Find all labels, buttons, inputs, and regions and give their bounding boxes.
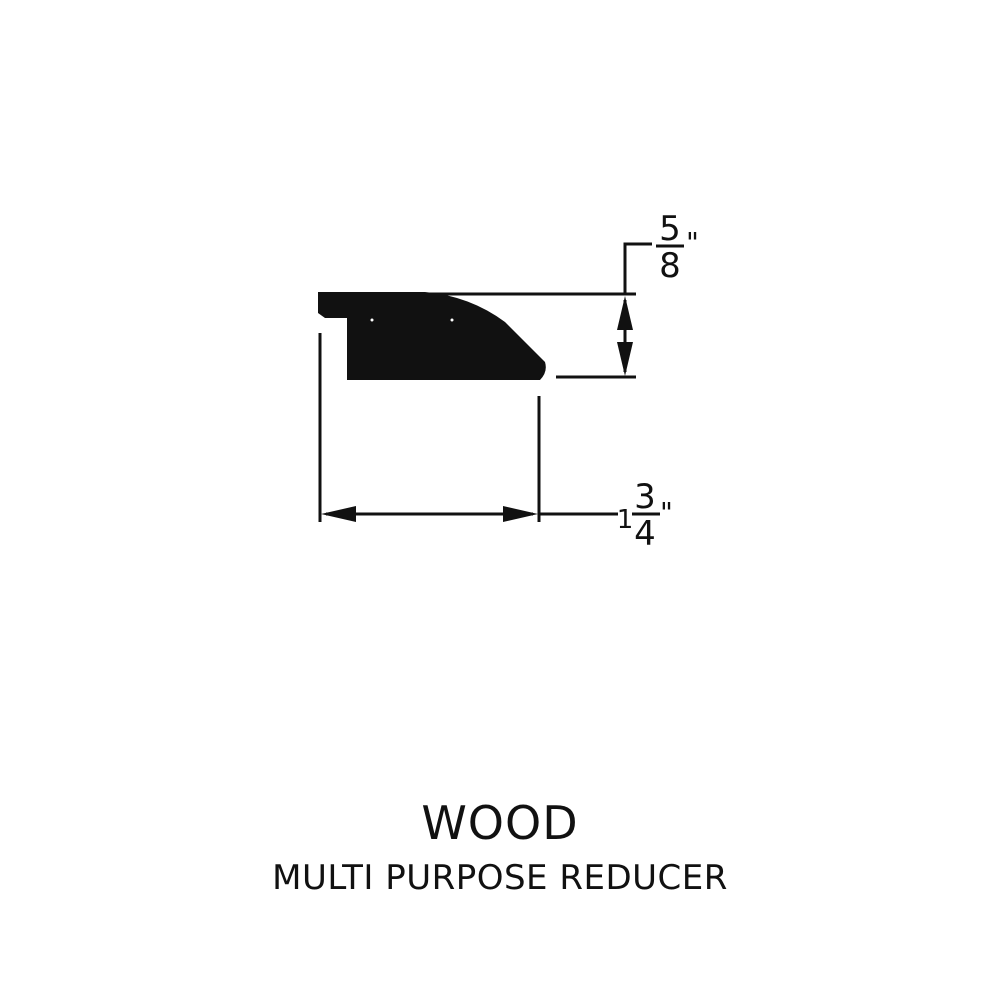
width-whole: 1 xyxy=(617,505,634,535)
width-denominator: 4 xyxy=(634,514,656,554)
height-leader xyxy=(623,242,652,294)
height-arrow-down-icon xyxy=(617,342,633,376)
width-arrow-left-icon xyxy=(321,506,356,522)
height-denominator: 8 xyxy=(659,246,681,286)
profile-detail-dot xyxy=(450,318,454,322)
profile-detail-dot xyxy=(370,318,374,322)
height-numerator: 5 xyxy=(659,209,681,249)
width-arrow-right-icon xyxy=(503,506,538,522)
width-numerator: 3 xyxy=(634,477,656,517)
height-unit: " xyxy=(686,226,699,259)
height-arrow-up-icon xyxy=(617,296,633,330)
caption-title: WOOD xyxy=(421,796,579,850)
caption-subtitle: MULTI PURPOSE REDUCER xyxy=(272,858,728,898)
reducer-profile-shape xyxy=(318,292,546,380)
width-dimension xyxy=(318,333,618,522)
width-unit: " xyxy=(660,496,673,529)
